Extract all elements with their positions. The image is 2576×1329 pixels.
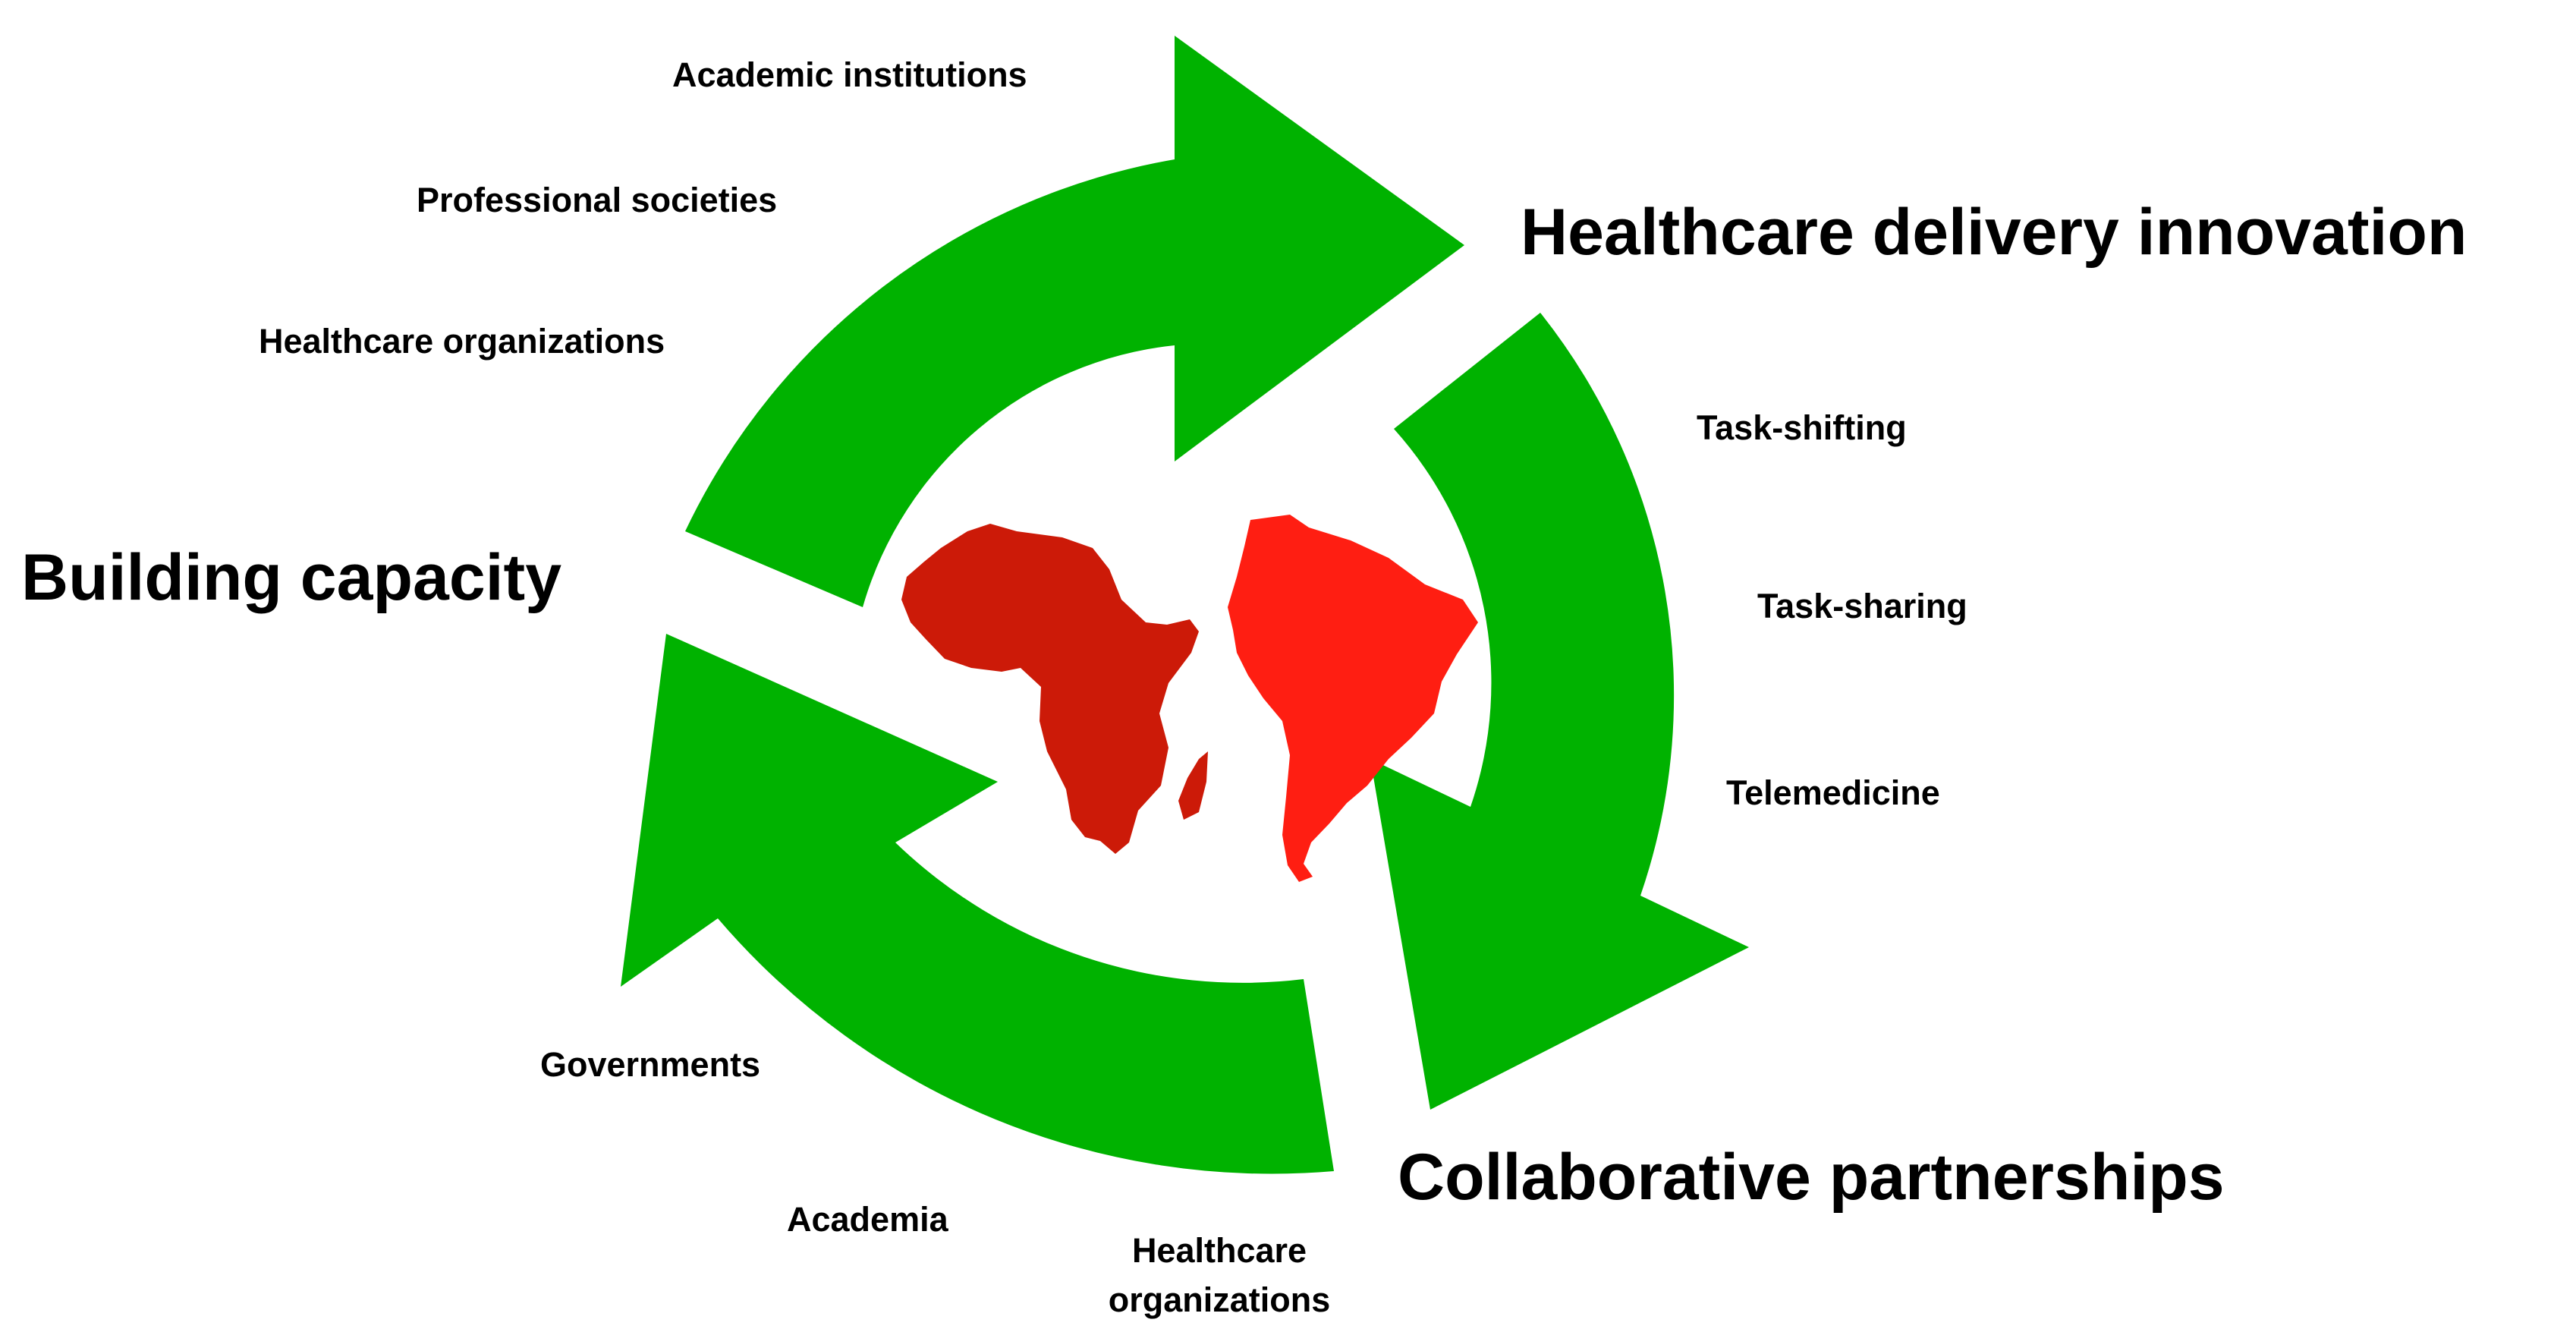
africa-map-icon	[901, 524, 1199, 854]
madagascar-map-icon	[1178, 751, 1208, 820]
south-america-map-icon	[1228, 515, 1478, 882]
delivery-item: Task-sharing	[1757, 587, 1967, 625]
partnership-item: Healthcare organizations	[1108, 1231, 1331, 1320]
arrow-partnerships-to-building	[621, 634, 1334, 1174]
building-capacity-item: Professional societies	[417, 181, 778, 219]
building-capacity-item: Healthcare organizations	[259, 322, 665, 361]
heading-healthcare-delivery-innovation: Healthcare delivery innovation	[1521, 196, 2467, 269]
delivery-item: Telemedicine	[1726, 773, 1940, 812]
heading-collaborative-partnerships: Collaborative partnerships	[1398, 1141, 2225, 1214]
partnership-item: Academia	[787, 1200, 948, 1239]
delivery-item: Task-shifting	[1697, 408, 1907, 447]
arrow-building-to-delivery	[685, 36, 1464, 607]
building-capacity-item: Academic institutions	[672, 55, 1027, 94]
arrow-delivery-to-partnerships	[1370, 313, 1749, 1110]
heading-building-capacity: Building capacity	[21, 541, 562, 614]
partnership-item: Governments	[540, 1045, 761, 1084]
